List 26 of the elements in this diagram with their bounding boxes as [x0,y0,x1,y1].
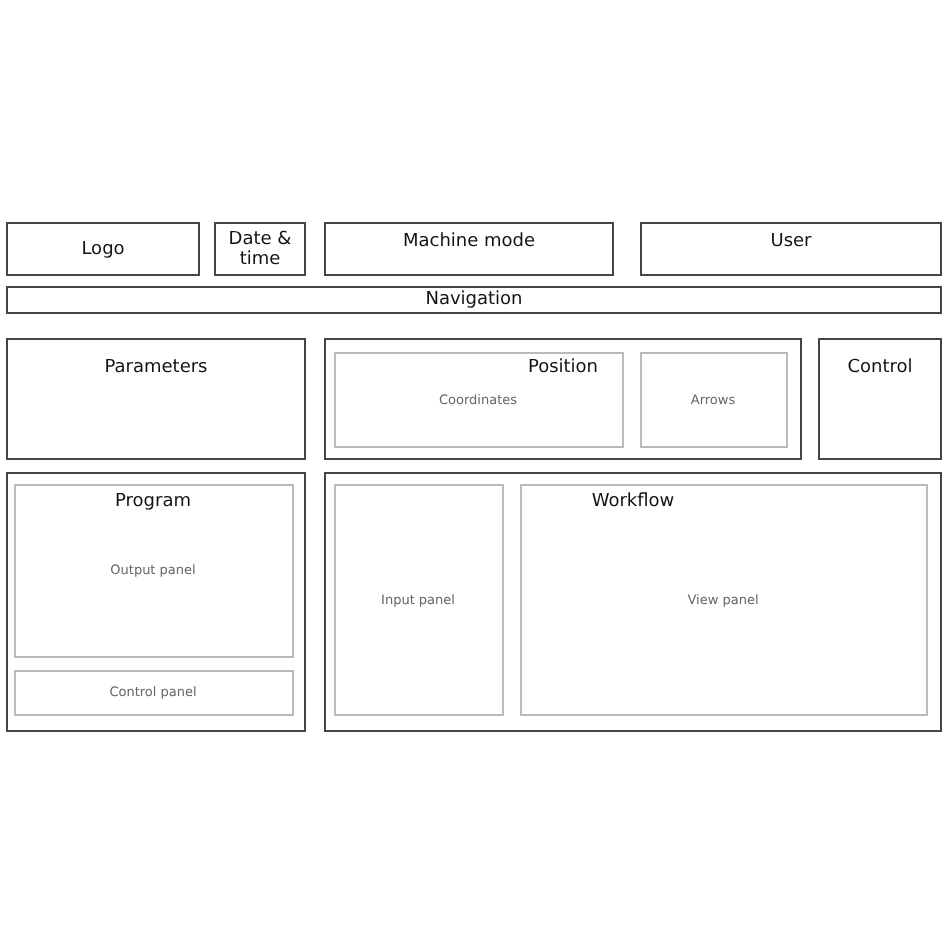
panel-area [333,351,623,447]
layout-region [818,338,942,460]
layout-region [214,222,306,276]
region-heading: Position [525,357,601,377]
panel-area [13,669,293,715]
region-heading: User [768,232,814,252]
region-label: Date & time [226,229,294,269]
layout-region [640,222,942,276]
panel-area [13,483,293,657]
layout-region [6,472,306,732]
region-heading: Program [113,491,193,511]
region-label: Navigation [423,290,525,310]
region-heading: Parameters [102,358,210,378]
region-label: Logo [79,239,127,259]
layout-region [6,338,306,460]
panel-area [333,483,503,715]
layout-region [324,472,942,732]
region-heading: Workflow [589,491,677,511]
region-heading: Machine mode [400,232,538,252]
panel-area [519,483,927,715]
layout-region [6,222,200,276]
region-heading: Control [845,358,915,378]
layout-region [324,222,614,276]
panel-area [639,351,787,447]
layout-region [6,286,942,314]
layout-region [324,338,802,460]
